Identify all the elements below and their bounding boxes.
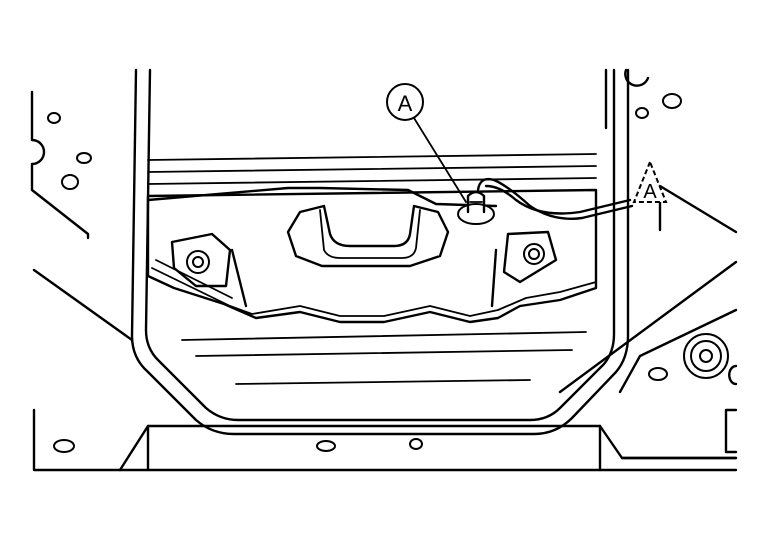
body-panel-right <box>558 68 738 460</box>
mounting-holes <box>47 68 738 453</box>
bolt-right <box>502 230 558 284</box>
large-grommet <box>683 333 729 379</box>
tunnel-frame <box>130 68 630 436</box>
callout-a: A <box>386 83 467 203</box>
bolt-left <box>170 232 232 288</box>
sensor-fitting <box>457 190 495 225</box>
connector-marker-triangle: A <box>632 159 668 203</box>
sensor-harness <box>476 177 634 220</box>
callout-a-label: A <box>398 91 413 116</box>
cross-member <box>118 424 738 472</box>
tank-assembly <box>146 186 598 385</box>
connector-marker-label: A <box>643 181 657 203</box>
body-panel-left <box>30 90 134 472</box>
